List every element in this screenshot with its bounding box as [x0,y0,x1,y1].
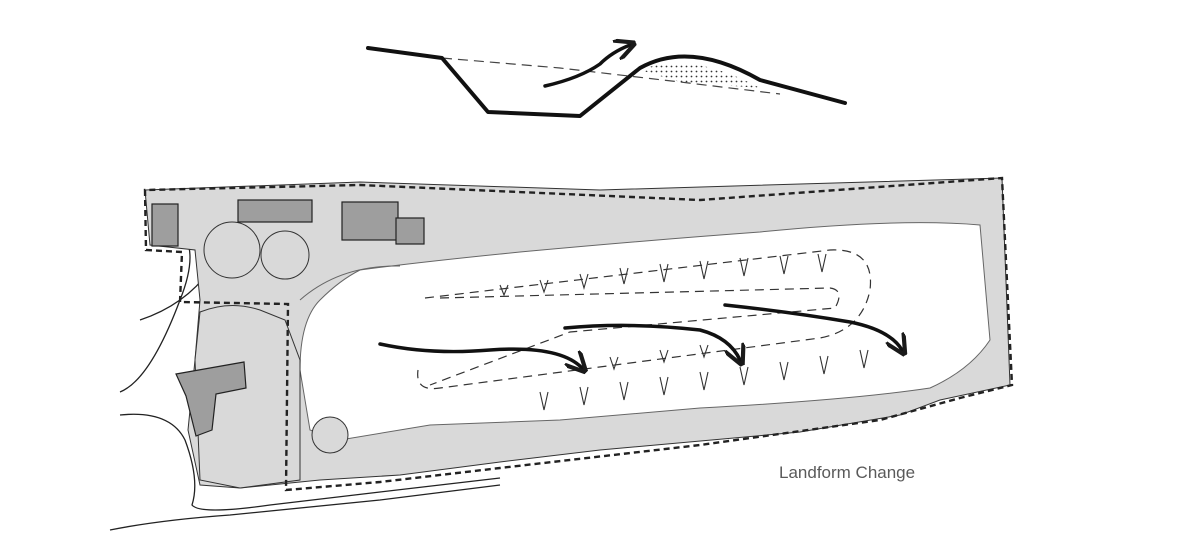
diagram-caption: Landform Change [779,463,916,482]
building-5 [175,361,247,437]
excavated-section-line [366,46,847,118]
parking-loop [417,249,872,390]
site-plan [109,176,1014,531]
flow-arrows [378,303,902,368]
flow-arrow-1 [378,342,582,368]
parking-stalls [499,253,869,411]
section-arrow [543,45,630,88]
buildings [151,199,425,437]
section-sketch [366,45,847,118]
original-ground-dashed [441,57,781,95]
building-3 [341,201,399,241]
flow-arrow-2 [563,323,740,360]
fill-stipple [640,63,760,88]
tree-canopies [194,221,349,489]
building-2 [237,199,313,223]
flow-arrow-3 [723,303,902,350]
site-clearing [299,222,991,441]
property-boundary [143,176,1014,492]
building-1 [151,203,179,247]
building-4 [395,217,425,245]
